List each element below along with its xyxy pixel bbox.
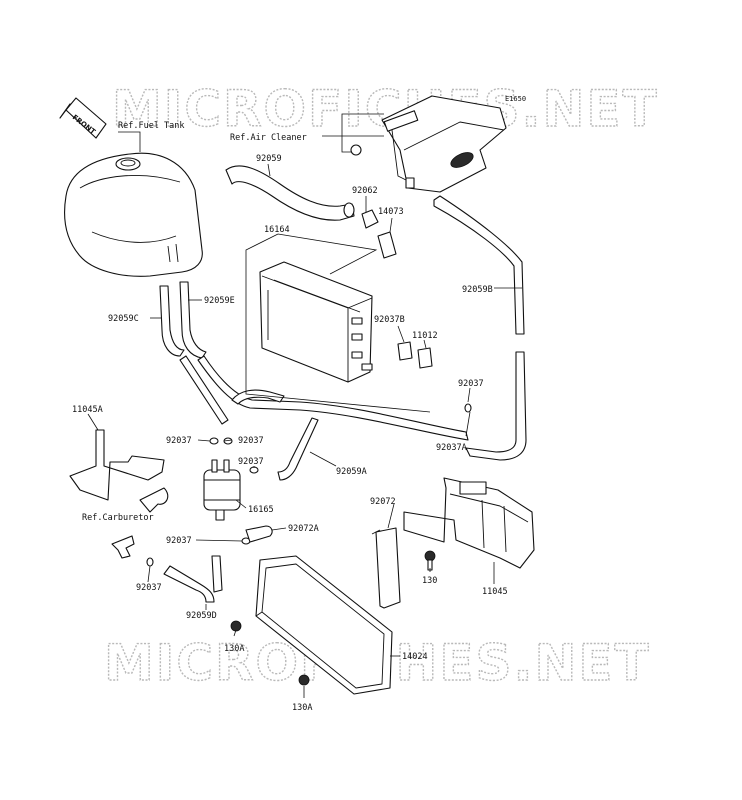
bracket-11045: [403, 477, 535, 569]
label-92072: 92072: [370, 497, 396, 507]
fuel-filter-16165: [203, 459, 241, 521]
label-92059: 92059: [256, 154, 282, 164]
label-92072A: 92072A: [288, 524, 319, 534]
hose-92059E: [179, 281, 207, 359]
clamp-92037-right: [464, 403, 472, 413]
label-130: 130: [422, 576, 437, 586]
label-92037-c: 92037: [238, 457, 264, 467]
air-cleaner-illustration: [350, 95, 507, 193]
label-11012: 11012: [412, 331, 438, 341]
label-16164: 16164: [264, 225, 290, 235]
label-ref-fuel-tank: Ref.Fuel Tank: [118, 121, 185, 131]
bolt-130A-lower: [298, 674, 310, 686]
carburetor-fitting: [111, 535, 135, 559]
cover-14024: [255, 555, 393, 695]
label-11045: 11045: [482, 587, 508, 597]
label-ref-air-cleaner: Ref.Air Cleaner: [230, 133, 307, 143]
leader-lines: [87, 113, 522, 698]
canister-16164: [259, 261, 373, 383]
label-92059A: 92059A: [336, 467, 367, 477]
label-92059B: 92059B: [462, 285, 493, 295]
strap-92072: [371, 527, 401, 609]
label-92037-a: 92037: [166, 436, 192, 446]
label-92059E: 92059E: [204, 296, 235, 306]
label-14024: 14024: [402, 652, 428, 662]
fitting-92062: [361, 209, 379, 229]
hose-92059B: [433, 195, 527, 461]
bracket-92072A: [245, 525, 273, 543]
label-ref-carburetor: Ref.Carburetor: [82, 513, 154, 523]
cap-11012: [417, 347, 433, 369]
label-14073: 14073: [378, 207, 404, 217]
label-92037-right: 92037: [458, 379, 484, 389]
clip-14073: [377, 231, 397, 259]
hose-92059C: [159, 285, 185, 357]
bracket-11045A: [69, 429, 169, 513]
watermark-top: MICROFICHES.NET: [112, 80, 659, 138]
label-92037-e: 92037: [136, 583, 162, 593]
label-92037-b: 92037: [238, 436, 264, 446]
label-92059D: 92059D: [186, 611, 217, 621]
label-92062: 92062: [352, 186, 378, 196]
label-92037A: 92037A: [436, 443, 467, 453]
diagram-code: E1650: [505, 95, 526, 103]
label-130A-lower: 130A: [292, 703, 312, 713]
label-92037B: 92037B: [374, 315, 405, 325]
hose-92059A: [179, 355, 469, 481]
front-arrow-icon: FRONT: [59, 97, 107, 139]
bolt-130A-upper: [230, 620, 242, 632]
hose-92059D: [163, 555, 223, 603]
label-11045A: 11045A: [72, 405, 103, 415]
label-130A-upper: 130A: [224, 644, 244, 654]
label-16165: 16165: [248, 505, 274, 515]
label-92059C: 92059C: [108, 314, 139, 324]
label-92037-d: 92037: [166, 536, 192, 546]
hose-92059: [225, 165, 355, 221]
cap-92037B: [397, 341, 413, 361]
fuel-tank-illustration: [63, 152, 203, 277]
bolt-130: [424, 550, 436, 571]
